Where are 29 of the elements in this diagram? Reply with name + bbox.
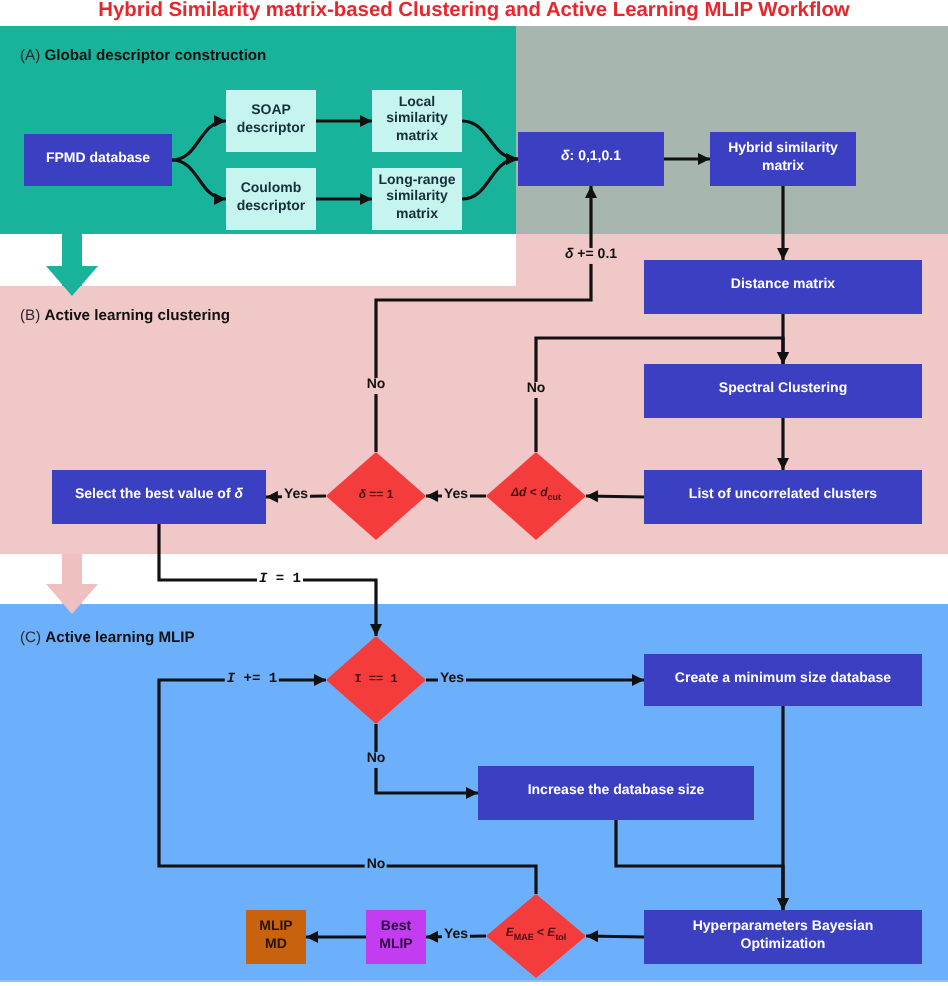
decision-diamond [486, 894, 586, 978]
flow-arrow [316, 193, 372, 205]
flow-arrow [777, 186, 789, 260]
flow-arrow [171, 158, 227, 204]
flow-arrow [374, 186, 597, 452]
block-arrow [46, 554, 98, 614]
flow-arrow [316, 115, 372, 127]
diagram-title: Hybrid Similarity matrix-based Clustering and Active Learning MLIP Workflow [98, 0, 850, 24]
flow-arrow [534, 336, 789, 452]
flow-arrow [157, 674, 538, 894]
flow-arrow [777, 418, 789, 470]
flow-arrow [461, 154, 519, 201]
flow-arrow [171, 116, 227, 162]
decision-diamond [326, 636, 426, 724]
decision-diamond [486, 452, 586, 540]
section-panel [0, 26, 948, 234]
flow-arrow [426, 674, 644, 686]
flow-arrow [374, 724, 478, 799]
decision-diamond [326, 452, 426, 540]
flow-arrow [157, 524, 382, 636]
block-arrow [46, 234, 98, 296]
section-panel [0, 234, 948, 554]
section-panel [0, 604, 948, 982]
flow-arrow [614, 820, 789, 910]
flow-arrow [664, 153, 710, 165]
flow-arrow [585, 930, 645, 943]
flow-arrow [585, 490, 645, 503]
flow-arrow [461, 119, 519, 164]
flow-arrow [306, 931, 366, 943]
